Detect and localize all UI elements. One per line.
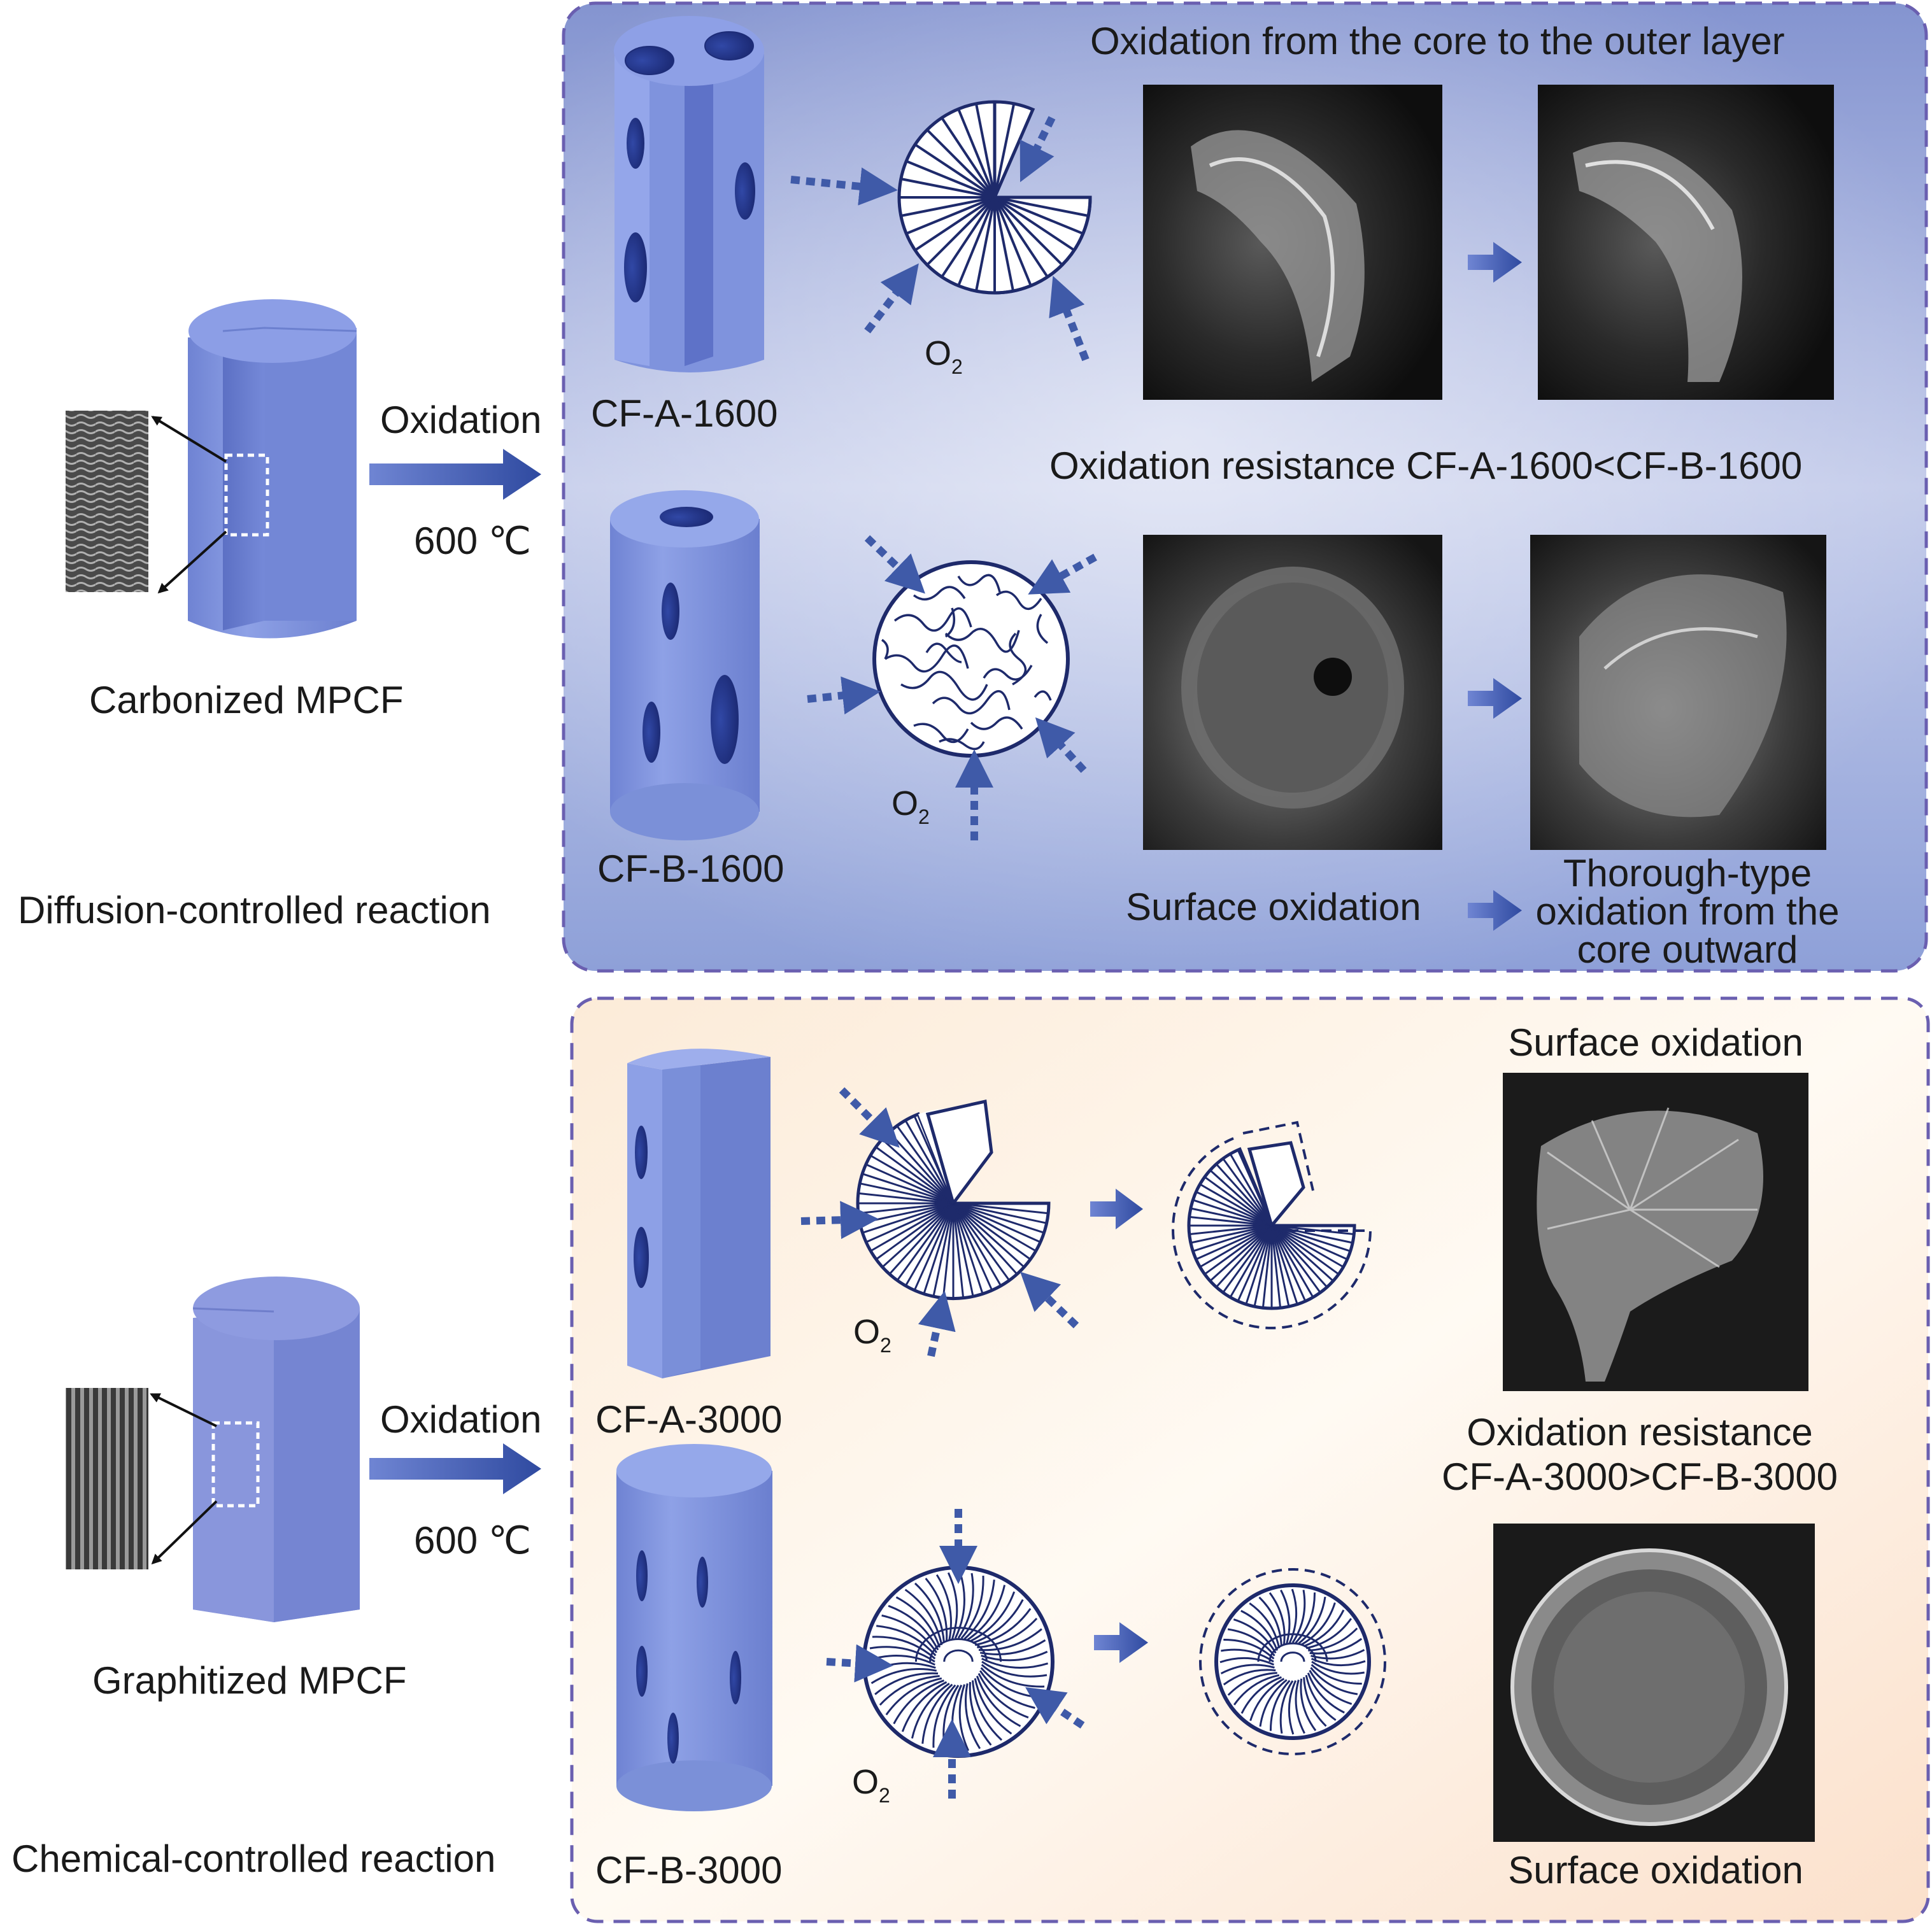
diffusion-controlled-caption: Diffusion-controlled reaction bbox=[18, 889, 491, 931]
top-arrow-surface-to-thorough bbox=[1468, 890, 1522, 931]
thorough-oxidation-label: Thorough-type oxidation from the core ou… bbox=[1535, 852, 1840, 971]
carbonized-mpcf-caption: Carbonized MPCF bbox=[89, 679, 404, 721]
bottom-arrow-a bbox=[1090, 1189, 1143, 1229]
chemical-controlled-caption: Chemical-controlled reaction bbox=[11, 1837, 496, 1880]
cf-b-3000-onion-schematic bbox=[862, 1566, 1055, 1758]
bottom-arrow-b bbox=[1094, 1622, 1148, 1663]
o2-label-cf-a-3000: O2 bbox=[853, 1313, 891, 1357]
bottom-panel-footer: Surface oxidation bbox=[1508, 1849, 1803, 1892]
cf-a-1600-radial-schematic bbox=[897, 100, 1092, 295]
sem-cf-a-1600-after bbox=[1538, 85, 1834, 400]
top-panel-header: Oxidation from the core to the outer lay… bbox=[1090, 20, 1785, 62]
sem-cf-b-1600-before bbox=[1143, 535, 1442, 850]
bottom-resistance-line-1: Oxidation resistance bbox=[1467, 1411, 1813, 1454]
sem-cf-a-1600-before bbox=[1143, 85, 1442, 400]
top-resistance-note: Oxidation resistance CF-A-1600<CF-B-1600 bbox=[1049, 444, 1803, 487]
top-arrow-sem-b bbox=[1468, 678, 1522, 719]
cf-b-3000-label: CF-B-3000 bbox=[595, 1849, 783, 1892]
cf-b-1600-turbostratic-schematic bbox=[872, 560, 1070, 758]
oxidation-label-bottom: Oxidation bbox=[380, 1398, 542, 1441]
cf-b-1600-fiber bbox=[610, 490, 760, 840]
cf-a-1600-label: CF-A-1600 bbox=[591, 392, 778, 435]
top-oxidation-arrow bbox=[369, 449, 541, 500]
cf-b-1600-o2-arrows bbox=[807, 535, 1097, 840]
o2-label-cf-b-3000: O2 bbox=[852, 1763, 890, 1807]
cf-b-3000-o2-arrows bbox=[826, 1509, 1085, 1799]
carbonized-tem-image bbox=[66, 411, 227, 594]
cf-b-1600-label: CF-B-1600 bbox=[597, 847, 785, 890]
surface-oxidation-label-top: Surface oxidation bbox=[1126, 886, 1421, 928]
o2-label-cf-a-1600: O2 bbox=[925, 334, 963, 378]
sem-cf-b-1600-after bbox=[1530, 535, 1826, 850]
bottom-resistance-line-2: CF-A-3000>CF-B-3000 bbox=[1442, 1455, 1838, 1498]
oxidation-label-top: Oxidation bbox=[380, 399, 542, 441]
cf-a-1600-o2-arrows bbox=[790, 116, 1090, 362]
top-arrow-sem-a bbox=[1468, 242, 1522, 283]
graphitized-tem-image bbox=[66, 1388, 218, 1569]
graphitized-fiber-cylinder bbox=[192, 1277, 360, 1622]
cf-a-3000-oxidized-schematic bbox=[1172, 1121, 1372, 1329]
cf-a-3000-fiber bbox=[627, 1049, 771, 1378]
cf-b-3000-fiber bbox=[616, 1444, 772, 1811]
cf-a-3000-o2-arrows bbox=[800, 1087, 1079, 1357]
sem-cf-b-3000 bbox=[1493, 1524, 1815, 1842]
cf-b-3000-oxidized-schematic bbox=[1199, 1568, 1386, 1755]
temperature-label-top: 600 ℃ bbox=[414, 520, 532, 562]
graphitized-mpcf-caption: Graphitized MPCF bbox=[92, 1659, 407, 1702]
bottom-panel-header: Surface oxidation bbox=[1508, 1021, 1803, 1064]
carbonized-fiber-cylinder bbox=[188, 299, 357, 639]
temperature-label-bottom: 600 ℃ bbox=[414, 1519, 532, 1562]
cf-a-3000-radial-schematic bbox=[856, 1099, 1051, 1301]
o2-label-cf-b-1600: O2 bbox=[891, 784, 930, 828]
sem-cf-a-3000 bbox=[1503, 1073, 1808, 1391]
cf-a-1600-fiber bbox=[614, 16, 764, 372]
bottom-oxidation-arrow bbox=[369, 1443, 541, 1494]
cf-a-3000-label: CF-A-3000 bbox=[595, 1398, 783, 1441]
